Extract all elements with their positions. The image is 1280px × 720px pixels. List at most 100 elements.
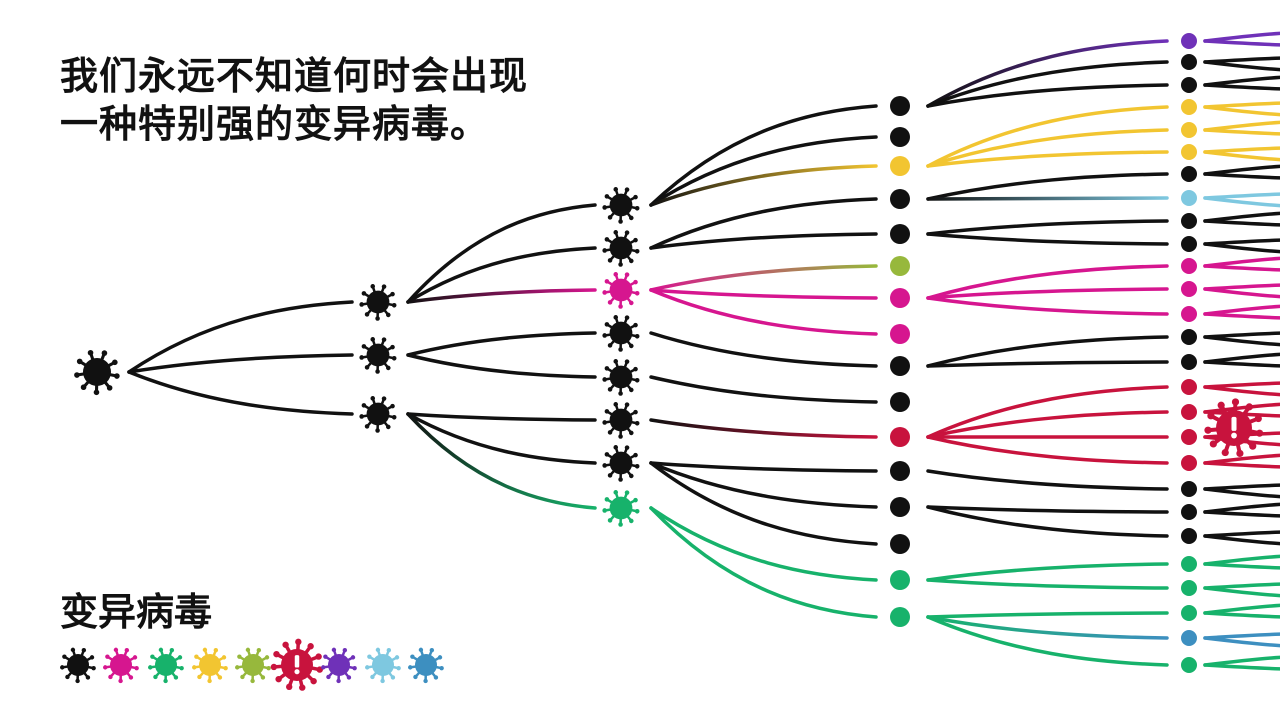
branch-gen4-15: [926, 385, 1169, 439]
node-gen3-7: [890, 324, 910, 344]
branch-gen2-3: [406, 331, 597, 357]
branch-gen2-5: [406, 412, 597, 422]
branch-edge-0-1: [1203, 39, 1280, 47]
branch-edge-3-0: [1203, 101, 1280, 109]
branch-edge-2-0: [1203, 75, 1280, 87]
branch-gen4-22: [926, 562, 1169, 582]
branch-edge-10-1: [1203, 264, 1280, 272]
branch-edge-23-1: [1203, 586, 1280, 598]
legend-icons: [60, 638, 444, 691]
node-gen4-0: [1181, 33, 1197, 49]
node-gen3-5: [890, 256, 910, 276]
branch-gen4-1: [926, 60, 1169, 108]
branch-edge-18-1: [1203, 461, 1280, 469]
branch-gen3-0: [649, 104, 878, 207]
branch-edge-16-1: [1203, 410, 1280, 418]
branch-gen4-5: [926, 150, 1169, 168]
strong-variant-icon: [1204, 398, 1264, 458]
branch-edge-20-0: [1203, 502, 1280, 514]
node-gen4-5: [1181, 144, 1197, 160]
branch-gen3-3: [649, 197, 878, 250]
legend-olive-variant-icon: [235, 647, 271, 684]
virus-node-gen2-0: [602, 187, 640, 224]
branch-gen3-11: [649, 461, 878, 473]
virus-node-gen0-0: [74, 349, 120, 396]
branch-edge-4-0: [1203, 120, 1280, 132]
node-gen3-13: [890, 534, 910, 554]
branch-edge-14-0: [1203, 352, 1280, 364]
legend-title: 变异病毒: [60, 590, 213, 634]
branch-edge-23-0: [1203, 582, 1280, 590]
branch-gen2-7: [406, 412, 597, 510]
node-gen4-7: [1181, 190, 1197, 206]
headline-line-1: 我们永远不知道何时会出现: [60, 54, 529, 98]
branch-gen4-26: [926, 615, 1169, 667]
branch-edge-8-1: [1203, 219, 1280, 227]
branch-edge-0-0: [1203, 31, 1280, 43]
legend-purple-variant-icon: [321, 647, 357, 684]
virus-node-gen2-5: [602, 402, 640, 439]
branch-edge-9-0: [1203, 238, 1280, 246]
node-gen4-26: [1181, 657, 1197, 673]
legend-red-strong-variant-icon: [270, 638, 323, 691]
branch-edge-24-1: [1203, 611, 1280, 619]
virus-node-gen2-7: [602, 490, 640, 527]
node-gen4-18: [1181, 455, 1197, 471]
branch-gen2-0: [406, 203, 597, 304]
branch-gen4-3: [926, 105, 1169, 168]
node-gen4-2: [1181, 77, 1197, 93]
virus-node-gen2-3: [602, 315, 640, 352]
node-gen3-0: [890, 96, 910, 116]
node-gen3-11: [890, 461, 910, 481]
branch-gen3-5: [649, 264, 878, 292]
branch-gen3-10: [649, 418, 878, 439]
branch-edge-21-0: [1203, 530, 1280, 538]
branch-edge-1-1: [1203, 60, 1280, 72]
branch-gen3-4: [649, 232, 878, 250]
branch-edge-9-1: [1203, 242, 1280, 254]
node-gen4-12: [1181, 306, 1197, 322]
branch-gen3-8: [649, 331, 878, 368]
headline-line-2: 一种特别强的变异病毒。: [60, 102, 490, 146]
node-gen4-21: [1181, 528, 1197, 544]
legend-lightblue-variant-icon: [365, 647, 401, 684]
branch-edge-1-0: [1203, 56, 1280, 64]
headline: 我们永远不知道何时会出现 一种特别强的变异病毒。: [60, 52, 528, 148]
virus-node-gen2-6: [602, 445, 640, 482]
node-gen3-3: [890, 189, 910, 209]
branch-edge-21-1: [1203, 534, 1280, 546]
node-gen4-6: [1181, 166, 1197, 182]
node-gen3-2: [890, 156, 910, 176]
node-gen3-15: [890, 607, 910, 627]
node-gen4-14: [1181, 354, 1197, 370]
virus-node-gen1-2: [359, 396, 397, 433]
branch-gen4-8: [926, 219, 1169, 236]
legend-yellow-variant-icon: [192, 647, 228, 684]
branch-gen3-9: [649, 375, 878, 404]
branch-gen4-7: [926, 196, 1169, 201]
branch-edge-25-0: [1203, 632, 1280, 640]
node-gen4-16: [1181, 404, 1197, 420]
branch-gen4-12: [926, 296, 1169, 316]
node-gen3-1: [890, 127, 910, 147]
branch-gen4-13: [926, 335, 1169, 368]
branch-edge-6-1: [1203, 172, 1280, 180]
branch-gen2-2: [406, 288, 597, 304]
branch-edge-6-0: [1203, 164, 1280, 176]
node-gen4-17: [1181, 429, 1197, 445]
node-gen3-4: [890, 224, 910, 244]
node-gen4-20: [1181, 504, 1197, 520]
branch-edge-2-1: [1203, 83, 1280, 91]
virus-node-gen1-1: [359, 337, 397, 374]
branch-gen2-6: [406, 412, 597, 465]
branch-edge-12-1: [1203, 312, 1280, 320]
branch-edge-19-0: [1203, 483, 1280, 491]
branch-edge-5-1: [1203, 150, 1280, 162]
branch-gen3-2: [649, 164, 878, 207]
node-gen4-11: [1181, 281, 1197, 297]
branch-edge-4-1: [1203, 128, 1280, 136]
branch-gen1-0: [127, 300, 354, 374]
branch-gen4-24: [926, 611, 1169, 619]
branch-gen4-20: [926, 505, 1169, 514]
